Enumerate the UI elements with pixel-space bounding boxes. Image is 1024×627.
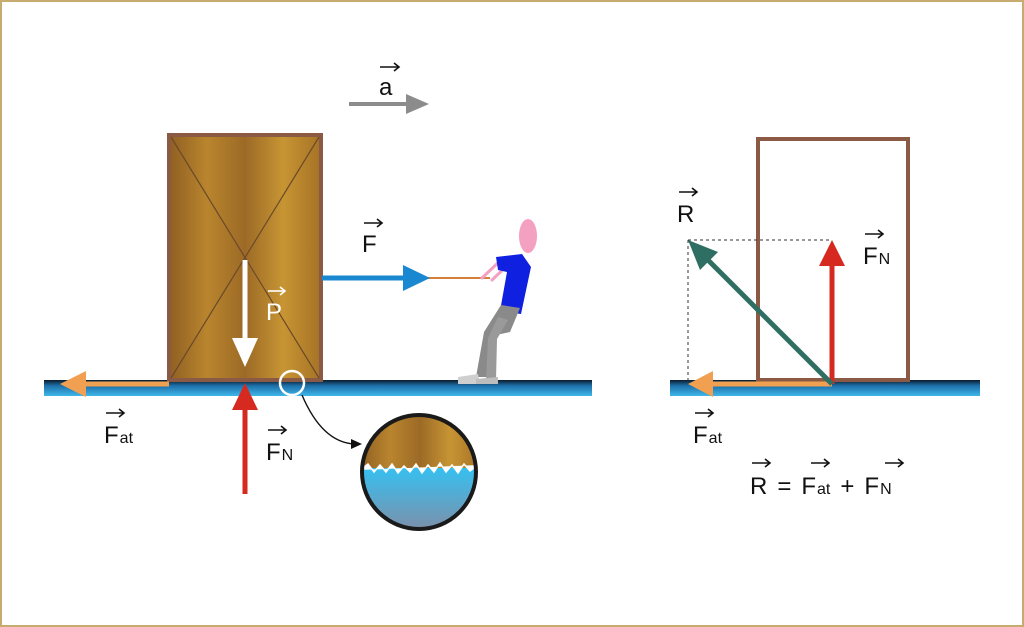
- friction-arrow-left: [60, 371, 169, 397]
- pull-force-arrow: [322, 265, 430, 291]
- friction-arrow-right: [688, 371, 832, 397]
- svg-text:a: a: [379, 74, 393, 101]
- label-normal-left: FN: [266, 425, 293, 466]
- label-resultant: R: [677, 187, 699, 228]
- label-weight: P: [266, 286, 287, 326]
- vector-equation: R=Fat+FN: [750, 458, 905, 500]
- zoom-pointer: [301, 394, 355, 445]
- normal-force-arrow-left: [232, 383, 258, 494]
- svg-text:FN: FN: [863, 243, 890, 270]
- weight-arrow: [232, 260, 258, 367]
- normal-force-arrow-right: [819, 240, 845, 384]
- contact-zoom-marker: [278, 369, 306, 397]
- label-pull-force: F: [362, 218, 384, 258]
- svg-text:P: P: [266, 299, 282, 326]
- svg-text:R: R: [677, 201, 694, 228]
- label-friction-right: Fat: [693, 408, 723, 449]
- label-friction-left: Fat: [104, 408, 134, 449]
- acceleration-arrow: [349, 94, 429, 114]
- parallelogram-dashes: [687, 239, 832, 384]
- svg-text:R=Fat+FN: R=Fat+FN: [750, 473, 892, 500]
- svg-text:Fat: Fat: [693, 422, 723, 449]
- label-accel: a: [379, 62, 401, 101]
- person: [458, 219, 537, 384]
- svg-text:Fat: Fat: [104, 422, 134, 449]
- svg-text:F: F: [362, 231, 377, 258]
- resultant-arrow: [688, 240, 834, 386]
- svg-text:FN: FN: [266, 439, 293, 466]
- ground-left: [44, 380, 592, 396]
- label-normal-right: FN: [863, 229, 890, 270]
